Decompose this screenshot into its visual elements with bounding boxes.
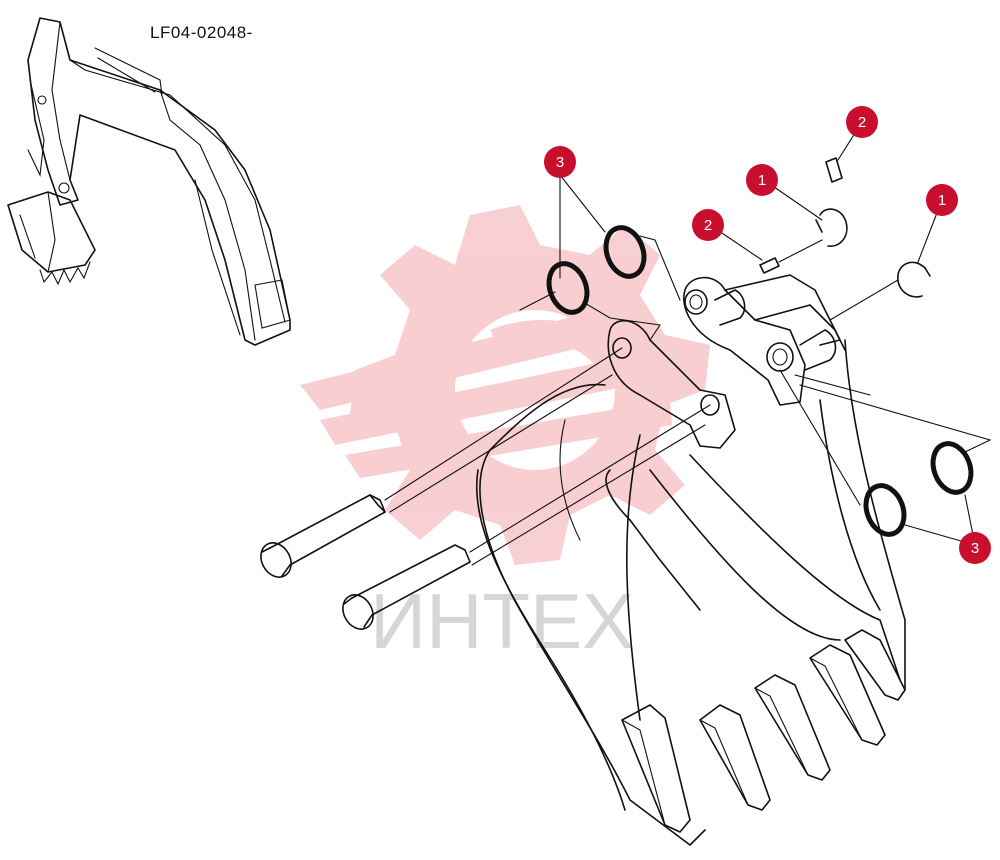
small-pin-lower <box>759 239 823 274</box>
callout-shim-left[interactable]: 3 <box>544 146 576 178</box>
svg-text:2: 2 <box>858 114 866 131</box>
callout-shim-right[interactable]: 3 <box>959 532 991 564</box>
bucket-pin-upper <box>260 347 623 578</box>
watermark-text: ИНТЕХ <box>370 577 634 665</box>
svg-text:2: 2 <box>704 217 712 234</box>
callout-pin-lower[interactable]: 2 <box>692 209 724 241</box>
bucket-pin-lower <box>342 404 711 630</box>
snap-ring-right <box>829 261 931 321</box>
svg-text:1: 1 <box>938 192 946 209</box>
callout-pin-upper[interactable]: 2 <box>846 106 878 138</box>
callout-snap-ring-right[interactable]: 1 <box>926 184 958 216</box>
svg-text:3: 3 <box>971 540 979 557</box>
watermark-logo <box>300 205 710 565</box>
callout-snap-ring-upper[interactable]: 1 <box>746 164 778 196</box>
bucket <box>475 274 906 846</box>
excavator-arm-thumbnail <box>7 17 291 346</box>
snap-ring-upper <box>815 208 848 247</box>
drawing-code: LF04-02048- <box>150 23 253 42</box>
svg-text:3: 3 <box>556 154 564 171</box>
shim-ring-group-left <box>519 225 681 341</box>
small-pin-upper <box>825 157 843 183</box>
svg-text:1: 1 <box>758 172 766 189</box>
shim-ring-group-right <box>779 369 992 537</box>
